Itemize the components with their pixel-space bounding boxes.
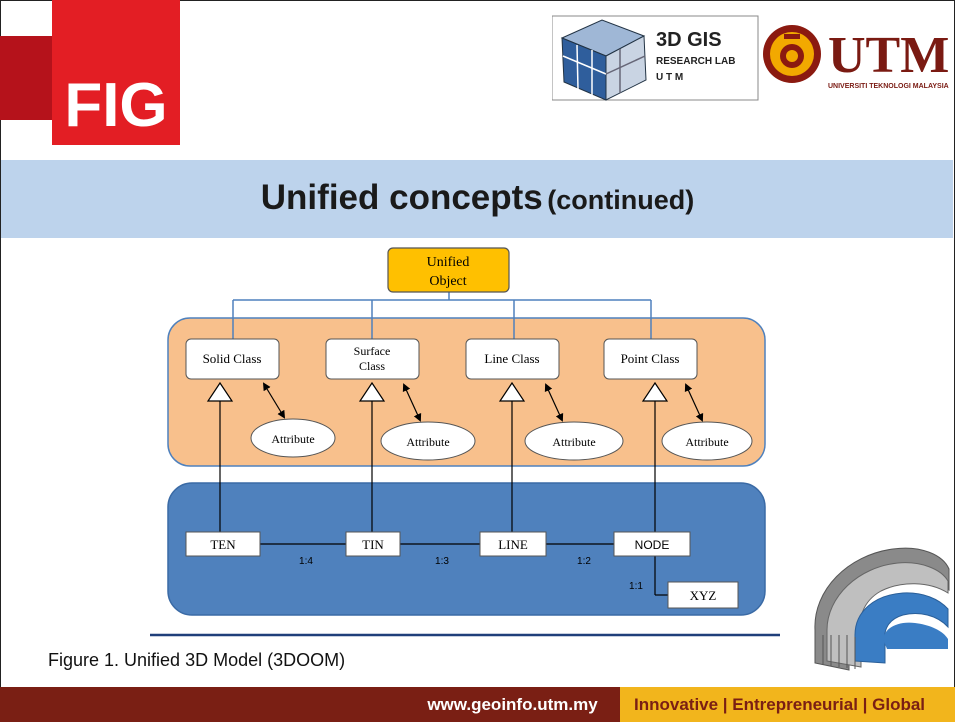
attribute-node-point: [661, 421, 753, 461]
xyz-label: XYZ: [690, 588, 717, 603]
unified-3d-model-diagram: Unified Object Solid Class Surface Class…: [150, 247, 780, 637]
cube-icon: [560, 19, 647, 101]
ten-label: TEN: [210, 537, 236, 552]
point-class-node: [603, 338, 698, 380]
attribute-node-solid: [250, 418, 336, 458]
surface-class-label-1: Surface: [354, 344, 391, 358]
tin-label: TIN: [362, 537, 384, 552]
point-class-label: Point Class: [621, 351, 680, 366]
utm-logo-text: UTM: [828, 27, 949, 84]
surface-class-node: [325, 338, 420, 380]
node-label: NODE: [635, 538, 670, 552]
tin-node: [345, 531, 401, 557]
slide-title-sub: (continued): [547, 185, 695, 215]
ten-node: [185, 531, 261, 557]
attribute-label-solid: Attribute: [271, 432, 314, 446]
gis-logo-line3: U T M: [656, 72, 683, 83]
primitive-connectors: [260, 543, 668, 596]
attribute-label-point: Attribute: [685, 435, 728, 449]
slide-title: Unified concepts (continued): [0, 178, 955, 218]
gis-logo-line2: RESEARCH LAB: [656, 56, 735, 67]
surface-class-label-2: Class: [359, 359, 385, 373]
title-band: [1, 160, 953, 238]
inheritance-triangles: [206, 381, 669, 402]
ratio-line-node: 1:2: [577, 556, 591, 567]
ratio-ten-tin: 1:4: [299, 556, 313, 567]
attribute-label-line: Attribute: [552, 435, 595, 449]
slide-title-main: Unified concepts: [260, 178, 543, 217]
line-class-node: [465, 338, 560, 380]
attribute-node-surface: [380, 421, 476, 461]
unified-object-node: [387, 247, 510, 293]
3d-gis-logo: 3D GIS RESEARCH LAB U T M: [552, 15, 759, 101]
ratio-node-xyz: 1:1: [629, 581, 643, 592]
fig-red-block: [52, 0, 180, 145]
line-node: [479, 531, 547, 557]
attribute-label-surface: Attribute: [406, 435, 449, 449]
node-node: [613, 531, 691, 557]
line-label: LINE: [498, 537, 528, 552]
root-connectors: [232, 292, 652, 339]
attribute-node-line: [524, 421, 624, 461]
figure-caption: Figure 1. Unified 3D Model (3DOOM): [48, 650, 346, 670]
fig-red-bar: [0, 36, 52, 120]
primitive-panel: [167, 482, 766, 616]
utm-crest-icon: [763, 25, 821, 83]
unified-object-label-2: Object: [429, 274, 466, 289]
solid-class-label: Solid Class: [203, 351, 262, 366]
attribute-arrows: [262, 382, 704, 422]
ratio-tin-line: 1:3: [435, 556, 449, 567]
colosseum-logo-icon: [814, 547, 950, 671]
utm-logo: UTM UNIVERSITI TEKNOLOGI MALAYSIA: [763, 25, 949, 90]
line-class-label: Line Class: [484, 351, 539, 366]
xyz-node: [667, 581, 739, 609]
solid-class-node: [185, 338, 280, 380]
footer-url[interactable]: www.geoinfo.utm.my: [427, 695, 598, 714]
gis-logo-line1: 3D GIS: [656, 29, 722, 51]
utm-logo-subtext: UNIVERSITI TEKNOLOGI MALAYSIA: [828, 83, 949, 90]
inheritance-lines: [219, 400, 656, 534]
fig-logo: FIG: [0, 0, 180, 145]
unified-object-label-1: Unified: [427, 255, 470, 270]
fig-logo-text: FIG: [64, 71, 167, 140]
footer-tagline: Innovative | Entrepreneurial | Global: [620, 687, 955, 722]
